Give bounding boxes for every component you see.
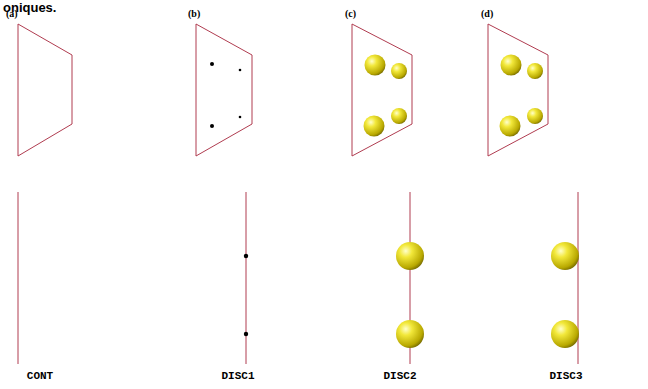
sphere — [527, 108, 543, 124]
sphere — [396, 320, 424, 348]
model-name: DISC2 — [383, 370, 416, 382]
panel-letter: (a) — [6, 8, 18, 19]
side-line — [18, 192, 19, 364]
model-name: DISC1 — [221, 370, 254, 382]
plane-outline — [488, 24, 548, 156]
point-dot — [210, 124, 214, 128]
sphere — [527, 63, 543, 79]
panel-letter: (b) — [188, 8, 200, 19]
point-charges — [210, 62, 248, 336]
sphere — [364, 116, 385, 137]
panel-letter: (c) — [345, 8, 356, 19]
point-dot — [244, 332, 248, 336]
sphere — [365, 55, 386, 76]
sphere — [551, 242, 579, 270]
point-dot — [210, 62, 214, 66]
sphere — [391, 63, 407, 79]
plane-outline — [352, 24, 412, 156]
spheres — [364, 55, 580, 349]
sphere — [391, 108, 407, 124]
side-line — [246, 192, 247, 364]
point-dot — [239, 69, 242, 72]
point-dot — [239, 116, 242, 119]
point-dot — [244, 254, 248, 258]
sphere — [396, 242, 424, 270]
side-lines — [18, 192, 578, 364]
panel-letter: (d) — [481, 8, 493, 19]
plane-outline — [18, 24, 72, 156]
sphere — [500, 116, 521, 137]
model-name: DISC3 — [549, 370, 582, 382]
sphere — [501, 55, 522, 76]
plane-outline — [196, 24, 252, 156]
sphere — [551, 320, 579, 348]
plane-outlines — [18, 24, 548, 156]
model-name: CONT — [27, 370, 53, 382]
